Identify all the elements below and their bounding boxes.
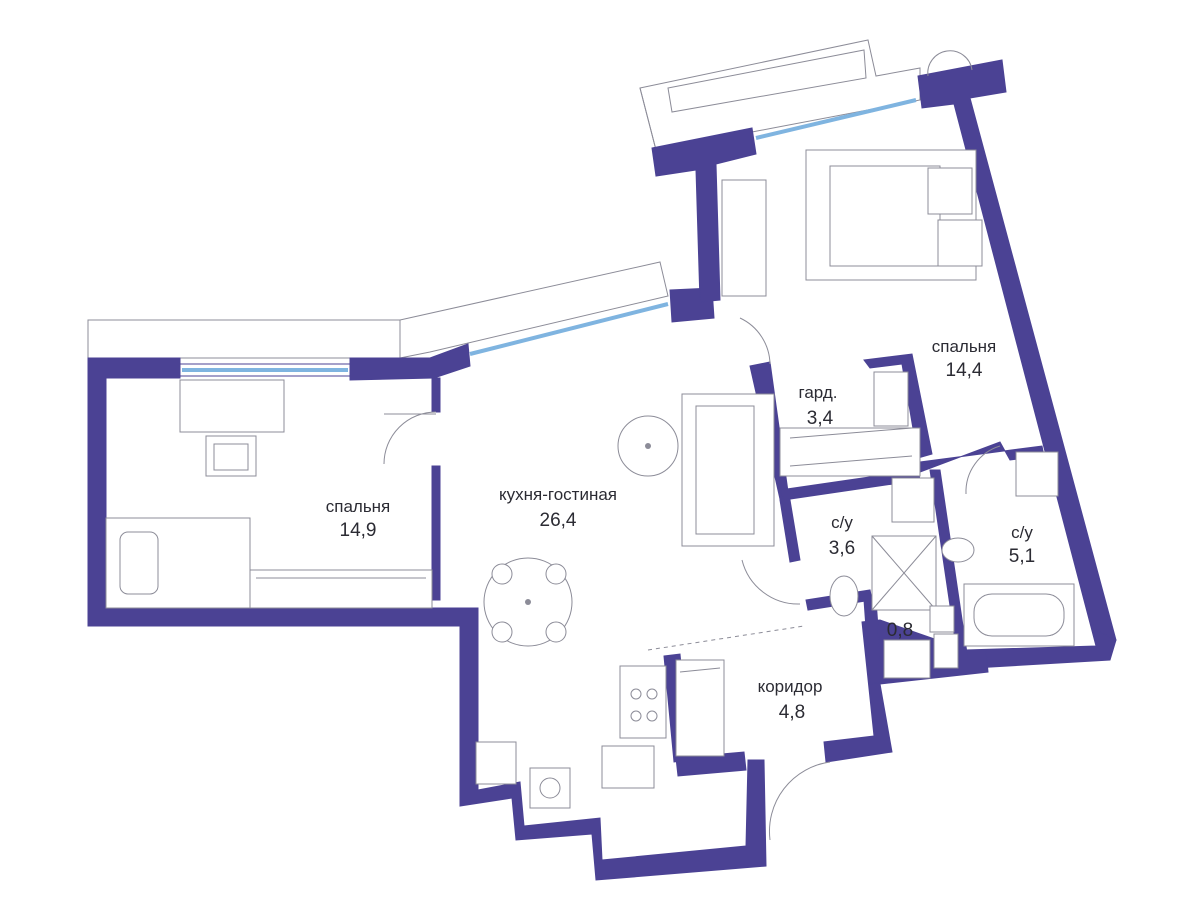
balconies — [87, 39, 921, 359]
room-name-bedroom-left: спальня — [326, 497, 391, 516]
room-area-bedroom-left: 14,9 — [340, 520, 377, 541]
zone-divider — [647, 625, 805, 651]
room-area-corridor: 4,8 — [779, 702, 805, 723]
room-name-kitchen-living: кухня-гостиная — [499, 485, 617, 504]
doors — [383, 317, 1001, 841]
room-name-bathroom-2: с/у — [1011, 523, 1033, 542]
room-name-wardrobe: гард. — [799, 383, 838, 402]
room-name-bedroom-right: спальня — [932, 337, 997, 356]
windows — [179, 98, 917, 377]
room-area-utility: 0,8 — [887, 620, 913, 641]
furniture — [105, 50, 1075, 809]
room-area-bedroom-right: 14,4 — [946, 360, 983, 381]
room-area-kitchen-living: 26,4 — [540, 510, 577, 531]
room-area-wardrobe: 3,4 — [807, 408, 834, 429]
room-name-bathroom-1: с/у — [831, 513, 853, 532]
room-area-bathroom-1: 3,6 — [829, 538, 855, 559]
room-labels: спальня 14,9 кухня-гостиная 26,4 гард. 3… — [326, 337, 1035, 723]
room-area-bathroom-2: 5,1 — [1009, 546, 1035, 567]
room-name-corridor: коридор — [758, 677, 823, 696]
